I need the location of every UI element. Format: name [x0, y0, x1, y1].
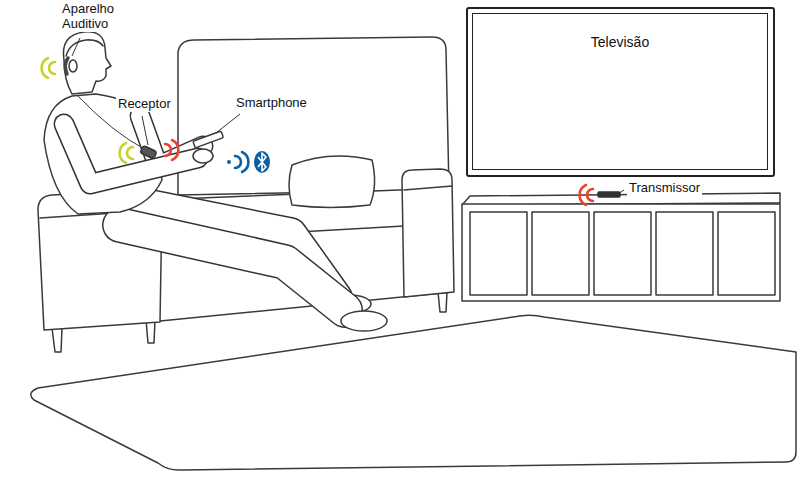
sofa-armrest — [402, 169, 454, 297]
signal-wave — [172, 140, 178, 160]
cushion — [289, 156, 375, 208]
bluetooth-rune — [258, 153, 266, 171]
signal-dot — [227, 160, 231, 164]
signal-wave — [127, 147, 133, 159]
shelf-cell — [470, 212, 527, 295]
leader-line — [72, 38, 80, 56]
part-name: Receptor — [116, 97, 173, 112]
shelf-cell — [656, 212, 713, 295]
signal-wave — [580, 185, 586, 205]
leg — [120, 225, 345, 310]
leader-line — [142, 116, 148, 145]
bluetooth-icon — [254, 151, 270, 173]
signal-wave — [42, 58, 48, 78]
signal-wave — [49, 62, 55, 74]
shelf-top — [462, 193, 780, 205]
signal-wave — [165, 144, 171, 156]
shelf-front — [462, 204, 780, 301]
receiver-device — [140, 145, 157, 159]
sofa-armrest-line — [404, 186, 452, 190]
part-name: Aparelho Auditivo — [60, 2, 128, 32]
part-name: Smartphone — [234, 96, 309, 111]
leader-line — [216, 114, 240, 133]
smartphone-device — [193, 131, 224, 148]
head — [63, 32, 111, 94]
signal-wave — [120, 143, 126, 163]
signal-wave — [242, 152, 248, 172]
transmitter-device — [598, 192, 620, 197]
tv-frame — [467, 8, 774, 176]
tv-screen: Televisão — [472, 13, 768, 170]
shelf-cell — [718, 212, 775, 295]
node-label: Televisão — [473, 34, 767, 51]
arm — [64, 124, 198, 184]
part-name: Transmissor — [627, 181, 702, 196]
rug — [31, 315, 796, 470]
signal-wave — [587, 189, 593, 201]
sofa-leg — [52, 328, 62, 352]
foot — [341, 311, 387, 331]
arm-outline — [64, 124, 198, 184]
shelf-cell — [532, 212, 589, 295]
hair — [66, 40, 103, 56]
shelf-cell — [594, 212, 651, 295]
sofa-leg — [438, 292, 447, 312]
signal-wave — [235, 156, 241, 168]
hand — [193, 149, 213, 163]
leg-outline — [120, 225, 345, 310]
leader-line — [618, 190, 624, 194]
ear — [69, 60, 77, 72]
hearing-aid-device — [65, 58, 68, 74]
